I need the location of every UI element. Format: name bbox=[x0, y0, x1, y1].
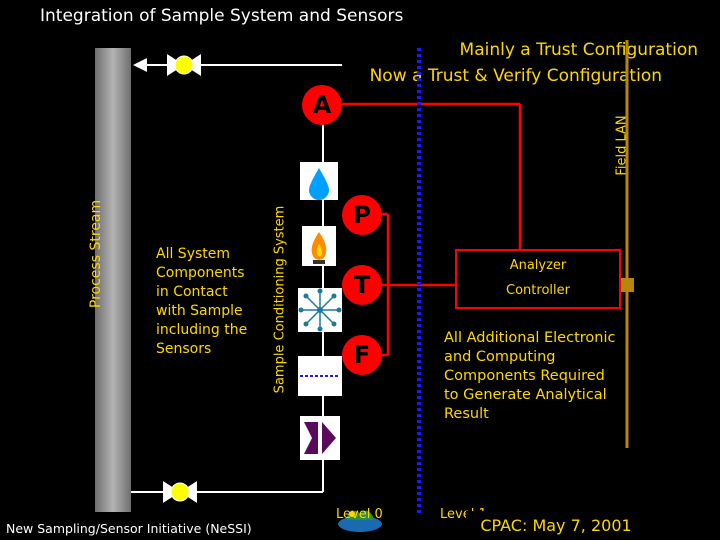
sensor-f-circle: F bbox=[342, 335, 382, 375]
trust-configuration-text: Mainly a Trust Configuration bbox=[459, 40, 698, 60]
conference-label: CPAC: May 7, 2001 bbox=[466, 511, 646, 540]
controller-label: Controller bbox=[506, 283, 570, 298]
sample-conditioning-label: Sample Conditioning System bbox=[272, 205, 288, 394]
process-stream-pipe bbox=[95, 48, 131, 512]
trust-verify-configuration-text: Now a Trust & Verify Configuration bbox=[369, 66, 662, 86]
sensor-wiring bbox=[342, 102, 522, 357]
sensor-a-circle: A bbox=[302, 85, 342, 125]
components-description: All System Components in Contact with Sa… bbox=[156, 246, 248, 357]
field-lan-label: Field LAN bbox=[614, 115, 630, 176]
additional-components-description: All Additional Electronic and Computing … bbox=[444, 330, 616, 422]
filter-icon bbox=[298, 356, 342, 396]
process-stream-label: Process Stream bbox=[88, 199, 104, 309]
analyzer-label: Analyzer bbox=[509, 258, 567, 273]
radial-diffuser-icon bbox=[298, 288, 342, 332]
sensor-t-circle: T bbox=[342, 265, 382, 305]
footer-text: New Sampling/Sensor Initiative (NeSSI) bbox=[6, 521, 252, 536]
nessi-mascot-icon bbox=[338, 510, 382, 532]
sensor-p-circle: P bbox=[342, 195, 382, 235]
analyzer-box bbox=[455, 249, 621, 309]
page-title: Integration of Sample System and Sensors bbox=[40, 6, 404, 26]
top-valve-icon bbox=[167, 54, 201, 76]
flame-icon bbox=[302, 226, 336, 266]
bottom-valve-icon bbox=[163, 481, 197, 503]
pump-icon bbox=[300, 416, 340, 460]
top-sample-line bbox=[133, 58, 342, 72]
water-drop-icon bbox=[300, 162, 338, 200]
level-0-label: Level 0 bbox=[336, 507, 383, 522]
field-lan-line bbox=[620, 40, 634, 448]
